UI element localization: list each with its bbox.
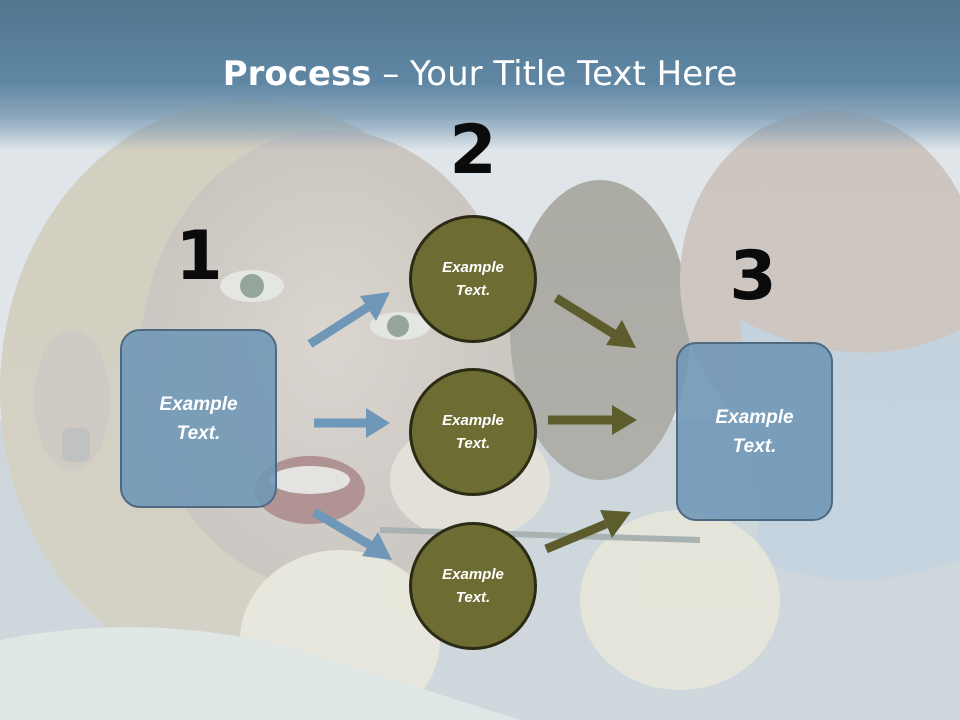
circle-middle: Example Text.: [409, 368, 537, 496]
step-box-1-text: Example Text.: [159, 393, 238, 444]
slide-title: Process – Your Title Text Here: [0, 52, 960, 96]
arrow-up-right-olive: [544, 510, 631, 554]
step-number-3: 3: [729, 237, 777, 316]
circle-middle-text: Example Text.: [442, 412, 504, 452]
arrow-right-blue: [314, 408, 390, 438]
circle-bottom: Example Text.: [409, 522, 537, 650]
slide-title-rest: – Your Title Text Here: [371, 54, 738, 94]
circle-top-text: Example Text.: [442, 259, 504, 299]
slide-title-bold: Process: [222, 54, 372, 94]
arrow-down-right-olive: [553, 294, 636, 348]
arrow-down-right-blue: [311, 508, 392, 560]
circle-bottom-text: Example Text.: [442, 566, 504, 606]
step-box-3: Example Text.: [676, 342, 833, 521]
title-band: [0, 0, 960, 150]
circle-top: Example Text.: [409, 215, 537, 343]
step-box-1: Example Text.: [120, 329, 277, 508]
step-box-3-text: Example Text.: [715, 406, 794, 457]
step-number-2: 2: [449, 111, 497, 190]
arrow-up-right-blue: [307, 292, 390, 348]
arrow-right-olive: [548, 405, 637, 435]
step-number-1: 1: [175, 217, 223, 296]
